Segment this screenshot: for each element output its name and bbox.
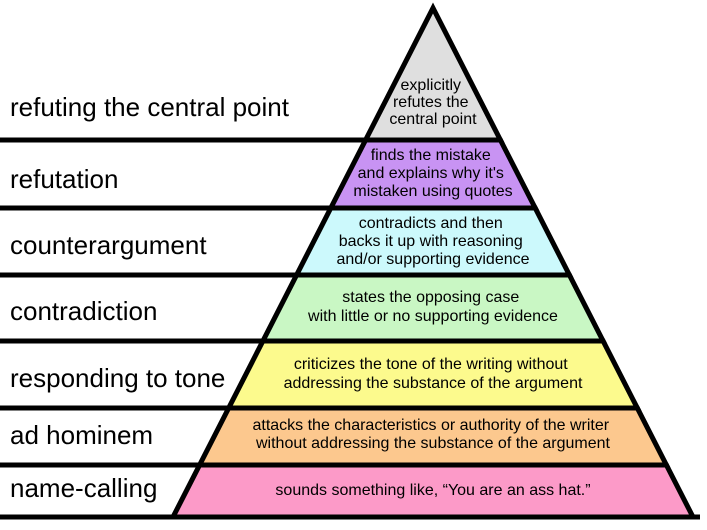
level-label-counterargument: counterargument [10,230,207,260]
level-label-name-calling: name-calling [10,473,157,503]
level-description-responding-to-tone: criticizes the tone of the writing witho… [284,356,583,392]
level-labels: refuting the central point refutation co… [10,92,290,503]
level-description-counterargument: contradicts and then backs it up with re… [336,215,529,268]
level-label-ad-hominem: ad hominem [10,420,153,450]
level-shape-name-calling [168,462,698,520]
level-descriptions: explicitly refutes the central point fin… [252,77,613,499]
level-label-responding-to-tone: responding to tone [10,363,225,393]
level-description-name-calling: sounds something like, “You are an ass h… [275,482,590,499]
level-description-contradiction: states the opposing case with little or … [307,289,558,325]
level-label-contradiction: contradiction [10,296,157,326]
level-description-ad-hominem: attacks the characteristics or authority… [252,417,613,452]
pyramid-levels [168,2,698,520]
level-description-refuting-the-central-point: explicitly refutes the central point [389,77,477,128]
level-label-refuting-the-central-point: refuting the central point [10,92,290,122]
level-description-refutation: finds the mistake and explains why it's … [353,147,512,200]
level-label-refutation: refutation [10,164,118,194]
